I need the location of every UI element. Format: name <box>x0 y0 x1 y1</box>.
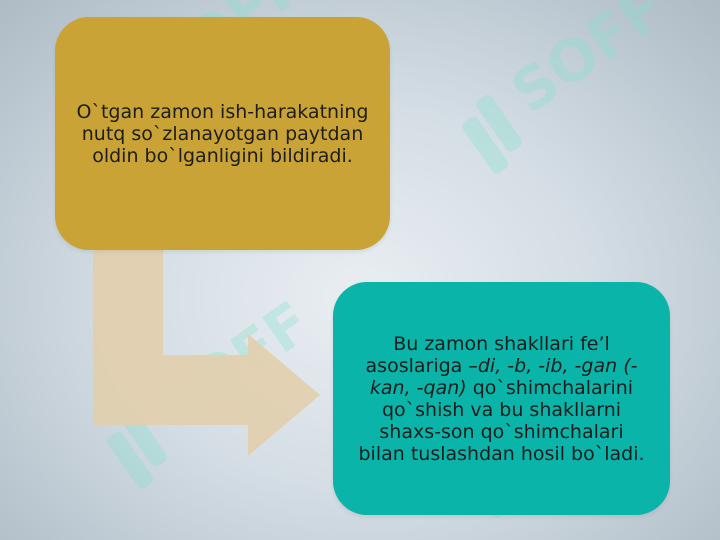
formation-rule-box: Bu zamon shakllari fe’l asoslariga –di, … <box>333 282 670 515</box>
formation-rule-text-part2: qo`shimchalarini qo`shish va bu shakllar… <box>358 376 645 465</box>
arrow-shape <box>93 250 320 456</box>
suffix-list-text: –di, -b, -ib, -gan (-kan, -qan) <box>369 354 638 399</box>
formation-rule-text-part1: Bu zamon shakllari fe’l asoslariga <box>365 332 610 377</box>
formation-rule-text: Bu zamon shakllari fe’l asoslariga –di, … <box>357 333 647 465</box>
past-tense-definition-text: O`tgan zamon ish-harakatning nutq so`zla… <box>76 100 369 167</box>
past-tense-definition-box: O`tgan zamon ish-harakatning nutq so`zla… <box>55 17 390 250</box>
